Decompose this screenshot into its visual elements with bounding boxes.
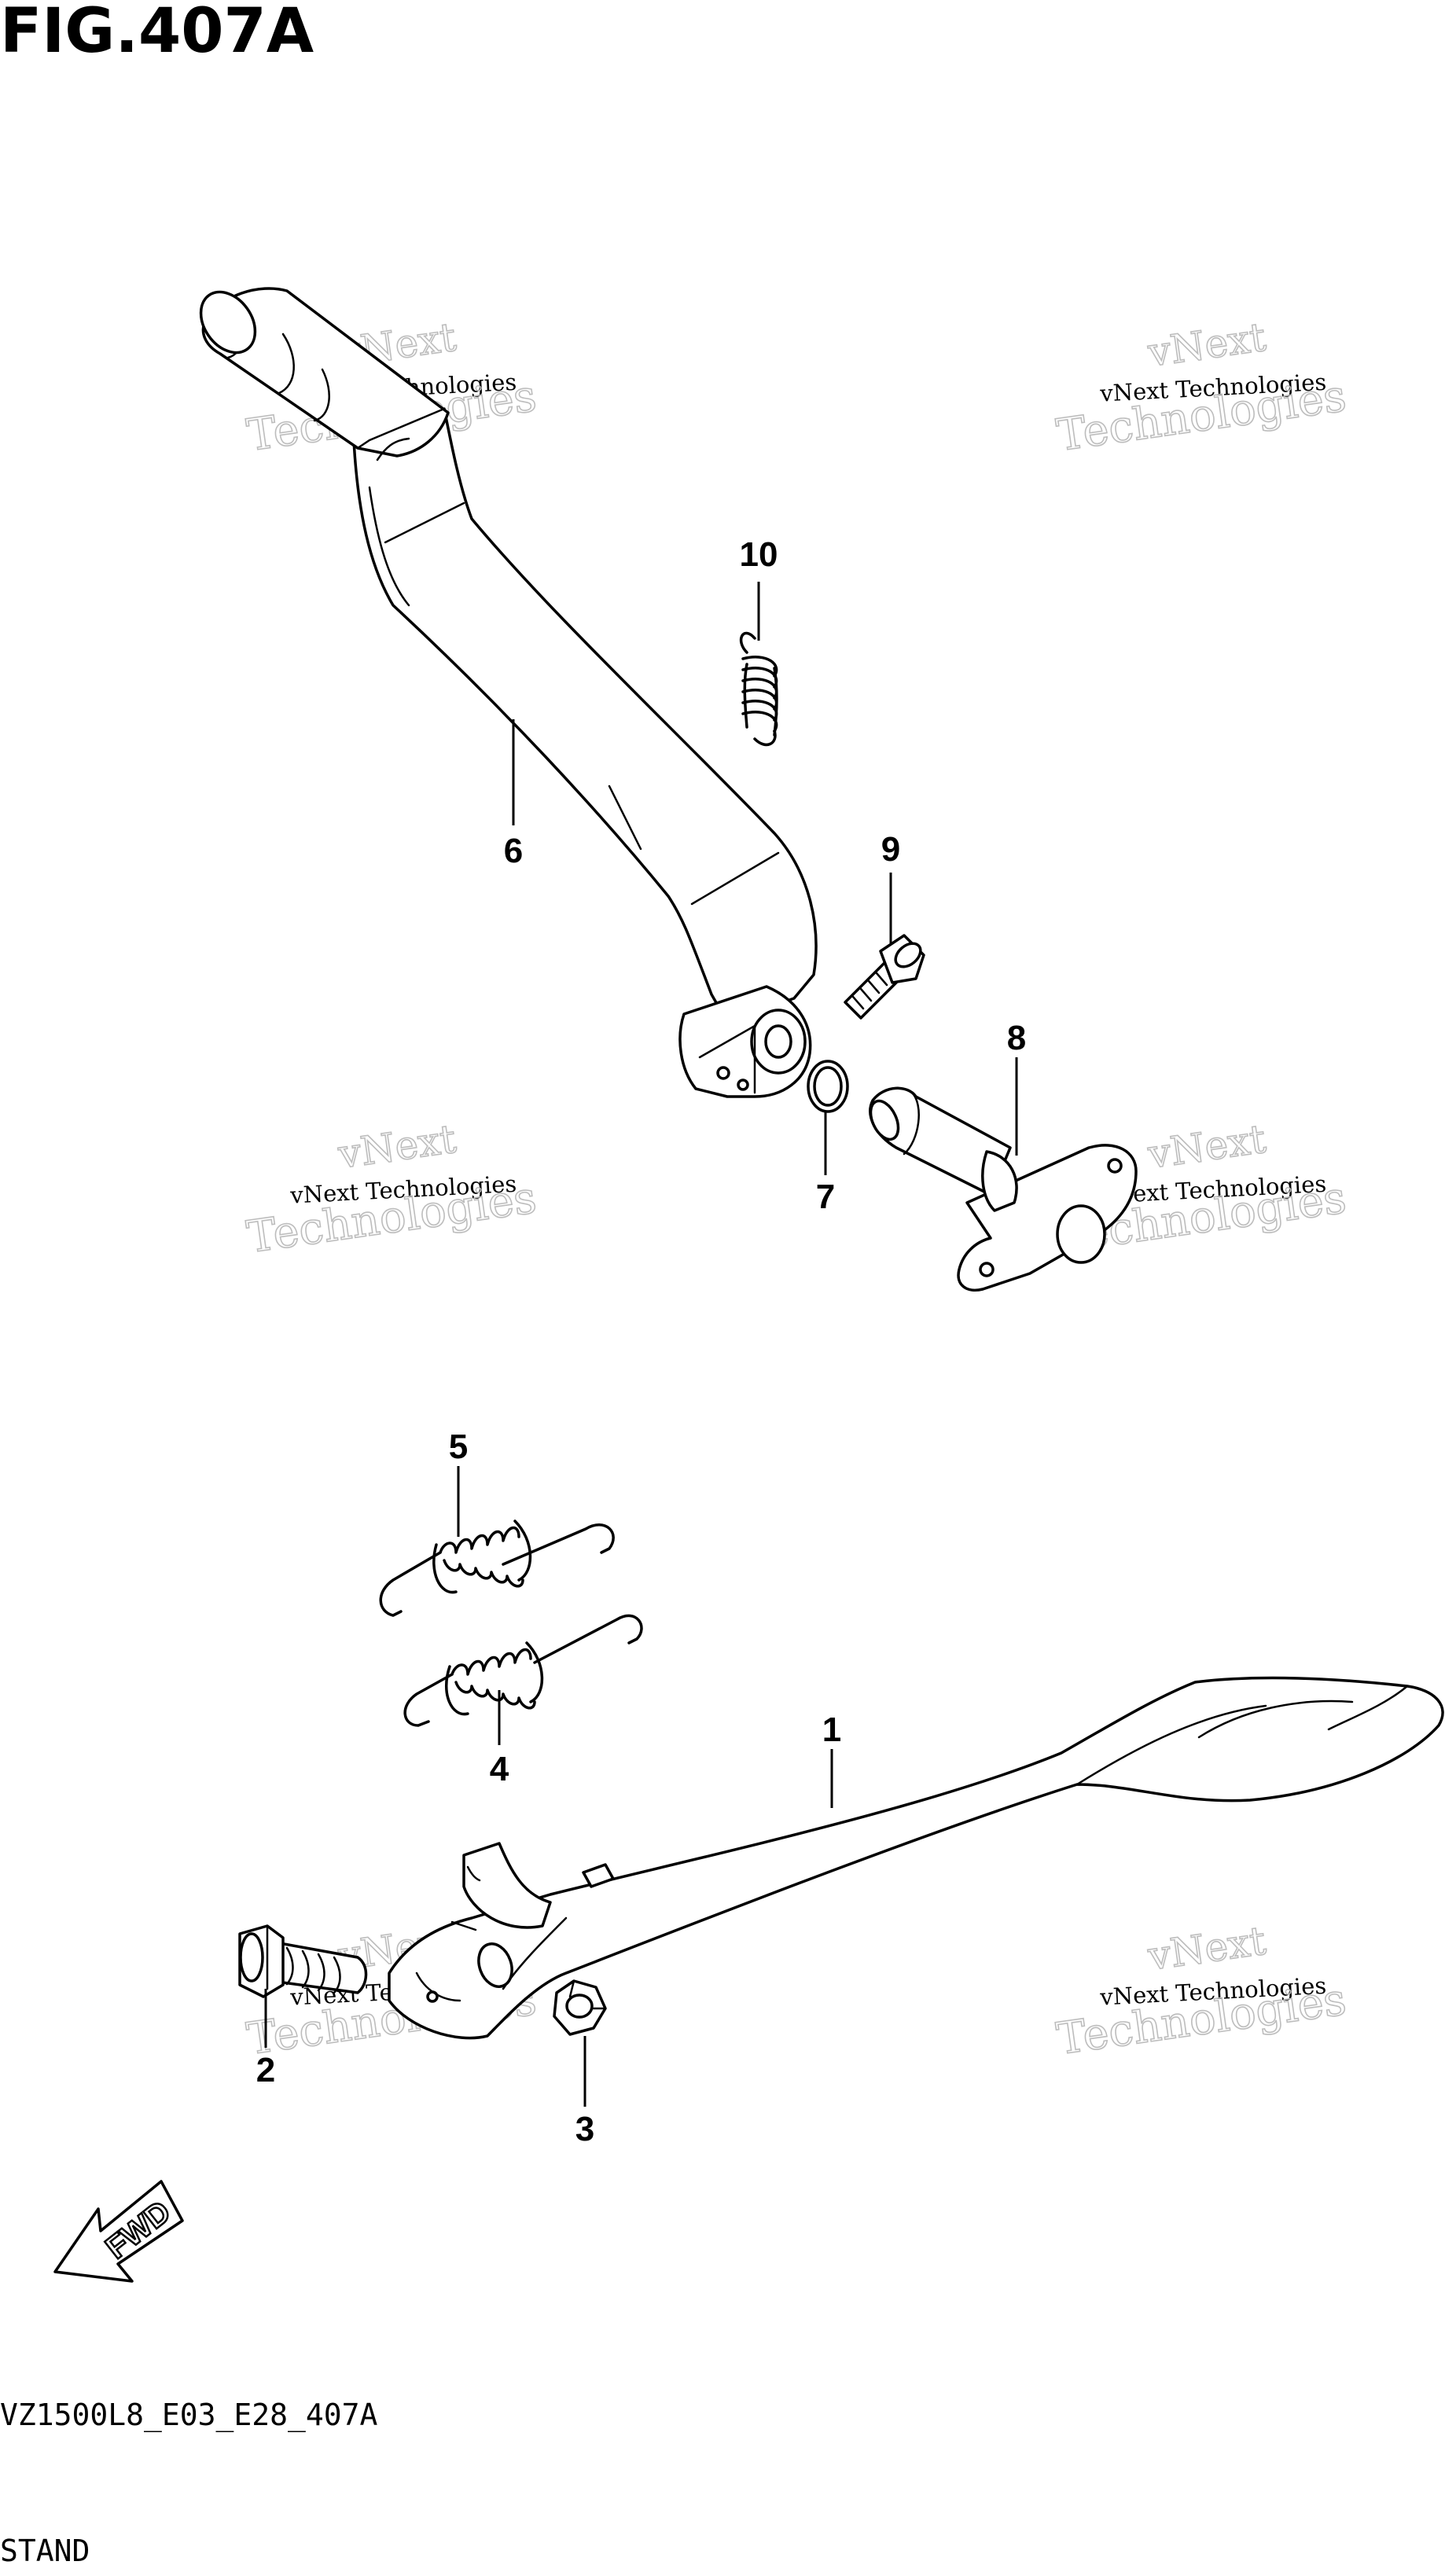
figure-code: VZ1500L8_E03_E28_407A <box>0 2398 378 2433</box>
svg-text:vNext: vNext <box>1145 314 1268 376</box>
part-5-spring <box>379 1520 615 1617</box>
svg-text:vNext: vNext <box>1145 1918 1268 1979</box>
watermark-2: vNext vNext Technologies Technologies <box>1053 314 1350 462</box>
callout-10: 10 <box>740 535 778 574</box>
callout-5: 5 <box>449 1428 468 1466</box>
callout-8: 8 <box>1007 1019 1026 1057</box>
part-1-side-stand <box>388 1676 1444 2040</box>
part-3-nut <box>553 1979 607 2036</box>
part-2-bolt <box>238 1924 368 1998</box>
part-6-lever <box>199 287 818 1098</box>
callout-6: 6 <box>504 832 523 870</box>
callout-numbers: 10 6 9 8 7 5 1 4 2 3 <box>256 535 1026 2148</box>
callout-3: 3 <box>575 2110 594 2148</box>
part-8-shaft <box>869 1086 1138 1292</box>
callout-1: 1 <box>822 1711 841 1749</box>
svg-text:vNext: vNext <box>335 1116 458 1178</box>
callout-4: 4 <box>490 1750 509 1788</box>
watermark-6: vNext vNext Technologies Technologies <box>1053 1917 1350 2066</box>
section-name: STAND <box>0 2534 90 2568</box>
svg-text:vNext: vNext <box>1145 1116 1268 1178</box>
callout-9: 9 <box>881 830 900 869</box>
fwd-arrow: FWD <box>53 2180 184 2283</box>
part-10-spring <box>739 631 778 747</box>
part-4-spring <box>403 1614 643 1727</box>
part-7-oring <box>807 1060 849 1113</box>
callout-2: 2 <box>256 2051 275 2089</box>
leader-lines <box>264 582 1018 2107</box>
figure-title: FIG.407A <box>0 0 314 67</box>
part-9-bolt <box>844 934 925 1020</box>
callout-7: 7 <box>816 1178 835 1216</box>
watermark-3: vNext vNext Technologies Technologies <box>243 1115 540 1264</box>
